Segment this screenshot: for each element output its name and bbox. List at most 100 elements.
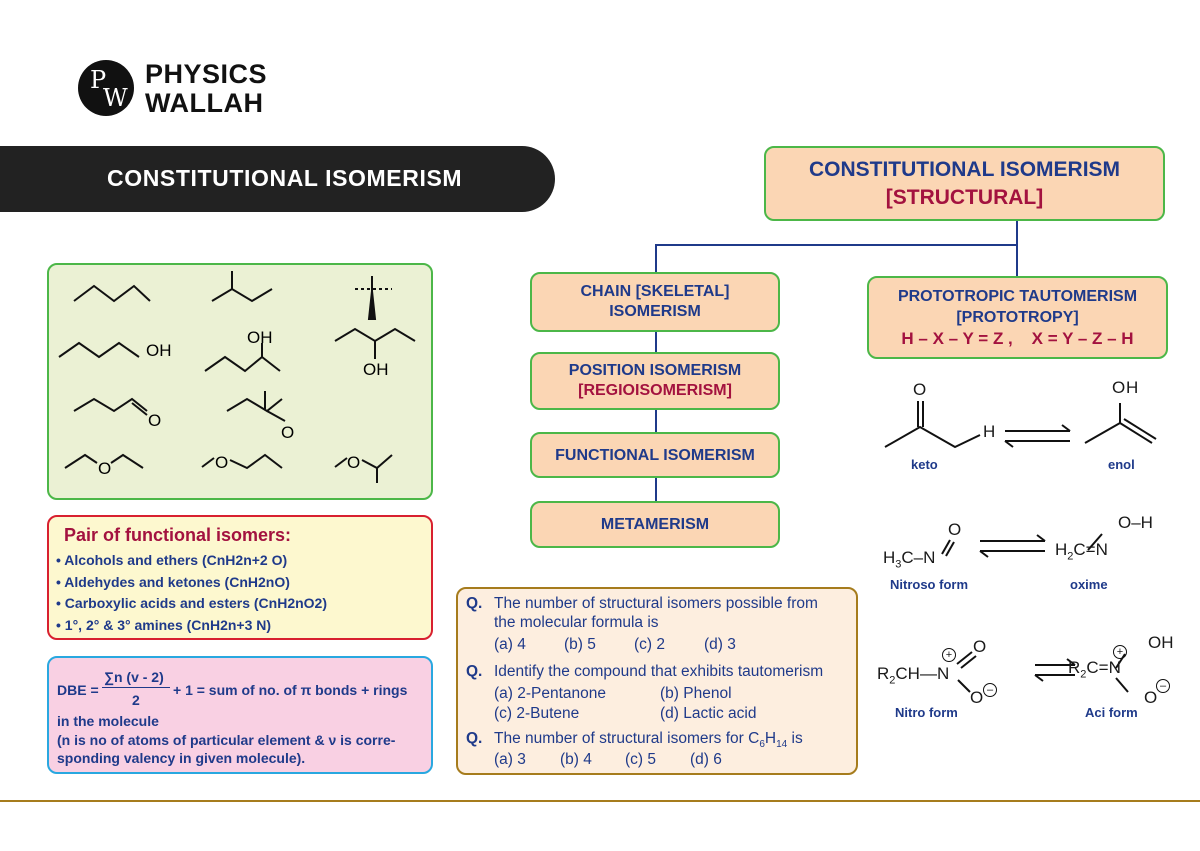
dbe-line-3: (n is no of atoms of particular element … [57,732,396,748]
nitro-o-top: O [973,637,987,656]
enol-label: enol [1108,457,1135,472]
dbe-fraction-bar [102,687,170,688]
aci-cn: C=N [1086,658,1121,677]
dbe-line-4: sponding valency in given molecule). [57,750,306,766]
o-ether-2-label: O [215,453,228,472]
isobutane-structure [211,287,273,303]
aci-o-bottom: O [1144,688,1158,707]
skeletal-structures: OH OH OH O O O O O [58,271,416,483]
aci-oh: OH [1148,633,1174,652]
ether-3-structure [334,457,348,468]
footer-rule [0,800,1200,802]
question-3-text: The number of structural isomers for C6H… [494,730,803,751]
nitro-r: R [877,664,890,683]
functional-isomer-item: • Alcohols and ethers (CnH2n+2 O) [56,552,288,568]
logo-letter-w: W [103,84,128,112]
logo-line-2: WALLAH [145,88,264,118]
root-node [764,146,1165,221]
nitro-subscript: 2 [889,674,896,687]
banner-title: CONSTITUTIONAL ISOMERISM [107,165,463,191]
nitroso-formula: H3C–N [883,548,935,570]
keto-enol-diagram [884,401,1157,449]
functional-label: FUNCTIONAL ISOMERISM [555,447,755,464]
aci-form-label: Aci form [1085,705,1138,720]
root-title: CONSTITUTIONAL ISOMERISM [808,158,1121,181]
o-aldehyde-label: O [148,411,161,430]
question-1-option-c: (c) 2 [634,636,665,653]
butane-structure [73,284,151,303]
question-1-option-a: (a) 4 [494,636,526,653]
proto-line-2: [PROTOTROPY] [956,309,1079,326]
oxime-h: H [1055,540,1068,559]
ether-2-structure [201,457,215,468]
keto-o: O [913,380,927,399]
question-3-option-a: (a) 3 [494,751,526,768]
question-1-label: Q. [466,595,483,612]
oxime-cn: C=N [1073,540,1108,559]
o-ether-1-label: O [98,459,111,478]
nitroso-cn: C–N [901,548,936,567]
nitro-o-bottom: O [970,688,984,707]
question-3-option-c: (c) 5 [625,751,656,768]
oxime-formula: H2C=N [1055,540,1108,562]
oh-label-2: OH [247,328,273,347]
ether-1-structure [64,453,98,469]
question-3-label: Q. [466,730,483,747]
question-1-line-2: the molecular formula is [494,614,659,631]
question-1-option-d: (d) 3 [704,636,736,653]
question-3-option-d: (d) 6 [690,751,722,768]
logo-mark: P W [78,60,134,116]
dbe-denominator: 2 [132,692,140,708]
metamerism-node [530,501,780,548]
oxime-oh: O–H [1118,513,1153,532]
questions-box [456,587,858,775]
keto-h: H [983,422,996,441]
butanal-structure [73,397,148,413]
nitro-ch: CH—N [895,664,950,683]
functional-isomer-item: • 1°, 2° & 3° amines (CnH2n+3 N) [56,616,272,633]
question-2-label: Q. [466,663,483,680]
oxime-subscript: 2 [1067,550,1074,563]
secondary-alcohol-structure [204,355,281,373]
nitroso-h: H [883,548,896,567]
nitroso-o: O [948,520,962,539]
metamerism-label: METAMERISM [600,516,710,533]
nitroso-subscript: 3 [895,558,902,571]
aci-subscript: 2 [1080,668,1087,681]
aci-formula: R2C=N [1068,658,1121,680]
nitroso-form-label: Nitroso form [890,577,968,592]
nitroso-bonds [941,533,1103,558]
position-line-1: POSITION ISOMERISM [568,362,742,379]
pentanol-structure [58,341,140,359]
dbe-box [47,656,433,774]
aci-plus-charge: + [1113,645,1127,659]
question-2-option-d: (d) Lactic acid [660,705,757,722]
question-3-option-b: (b) 4 [560,751,592,768]
logo-line-1: PHYSICS [145,59,268,89]
logo-text: PHYSICS WALLAH [145,60,267,118]
butanone-structure [226,397,283,413]
oh-label-3: OH [363,360,389,379]
question-2-option-c: (c) 2-Butene [494,705,580,722]
proto-line-3: H – X – Y = Z , X = Y – Z – H [901,329,1134,348]
nitro-form-label: Nitro form [895,705,958,720]
position-line-2: [REGIOISOMERISM] [578,382,732,399]
aci-r: R [1068,658,1081,677]
functional-isomer-item: • Aldehydes and ketones (CnH2nO) [56,573,290,590]
dbe-lhs: DBE = [57,682,99,698]
chain-isomerism-node [530,272,780,332]
position-isomerism-node [530,352,780,410]
nitro-formula: R2CH—N [877,664,949,686]
logo-letter-p: P [90,66,107,94]
enol-h: H [1126,378,1139,397]
title-banner [0,146,555,212]
functional-isomerism-node [530,432,780,478]
enol-o: O [1112,378,1126,397]
nitro-minus-charge: – [983,683,997,697]
connector-horizontal [655,244,1018,246]
functional-isomer-item: • Carboxylic acids and esters (CnH2nO2) [56,595,327,611]
aci-minus-charge: – [1156,679,1170,693]
functional-isomers-box [47,515,433,640]
functional-isomers-list: • Alcohols and ethers (CnH2n+2 O) • Alde… [56,550,327,636]
oxime-label: oxime [1070,577,1108,592]
